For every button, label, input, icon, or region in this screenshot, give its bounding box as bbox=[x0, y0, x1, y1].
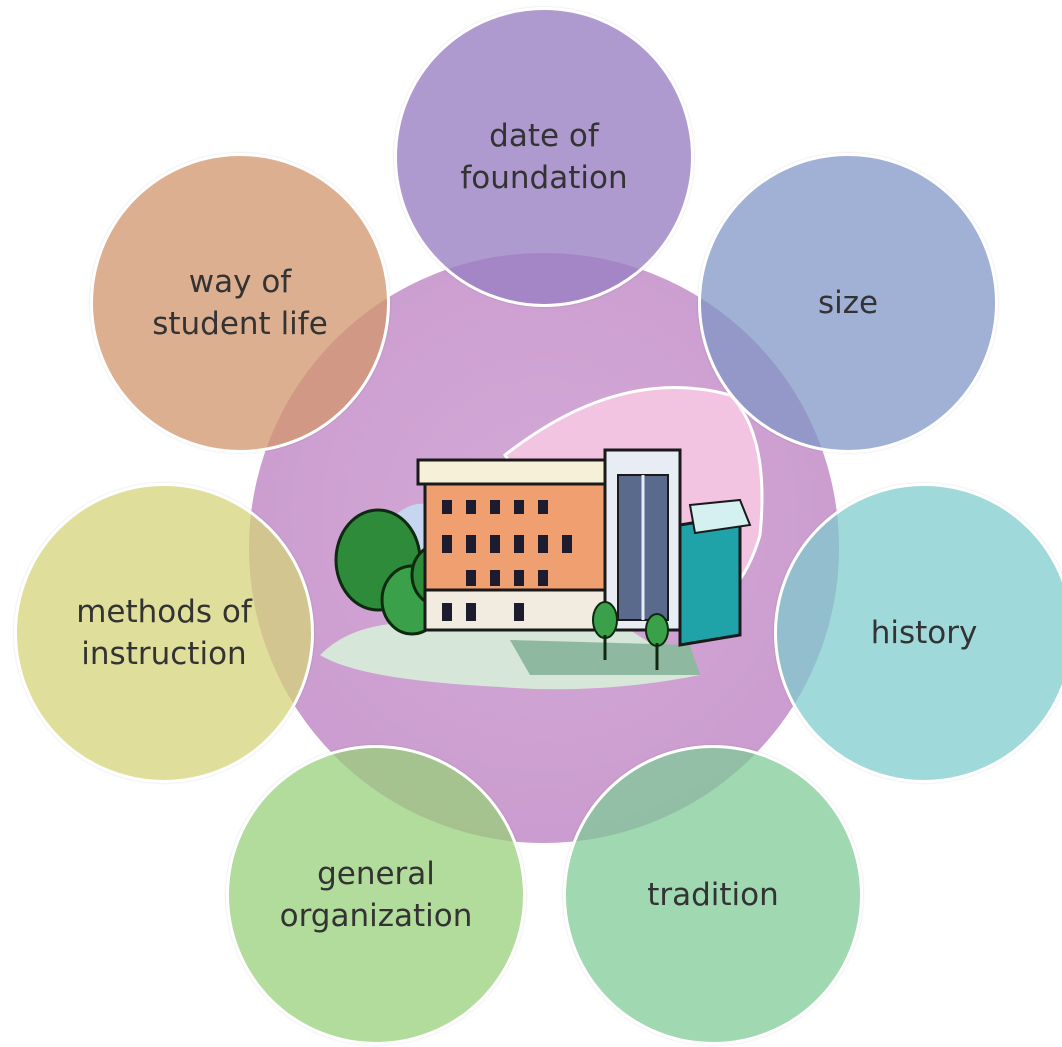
circle-size: size bbox=[698, 153, 998, 453]
university-building-icon bbox=[320, 386, 764, 690]
label-way-of-student-life: way of student life bbox=[152, 264, 328, 342]
circle-history: history bbox=[774, 483, 1062, 783]
label-tradition: tradition bbox=[647, 877, 779, 913]
circle-methods-of-instruction: methods of instruction bbox=[14, 483, 314, 783]
circle-way-of-student-life: way of student life bbox=[90, 153, 390, 453]
circle-tradition: tradition bbox=[563, 745, 863, 1045]
label-general-organization: general organization bbox=[279, 856, 473, 934]
label-methods-of-instruction: methods of instruction bbox=[76, 594, 252, 672]
circle-date-of-foundation: date of foundation bbox=[394, 7, 694, 307]
label-size: size bbox=[817, 285, 879, 321]
label-date-of-foundation: date of foundation bbox=[460, 118, 628, 196]
circle-general-organization: general organization bbox=[226, 745, 526, 1045]
label-history: history bbox=[870, 615, 978, 651]
